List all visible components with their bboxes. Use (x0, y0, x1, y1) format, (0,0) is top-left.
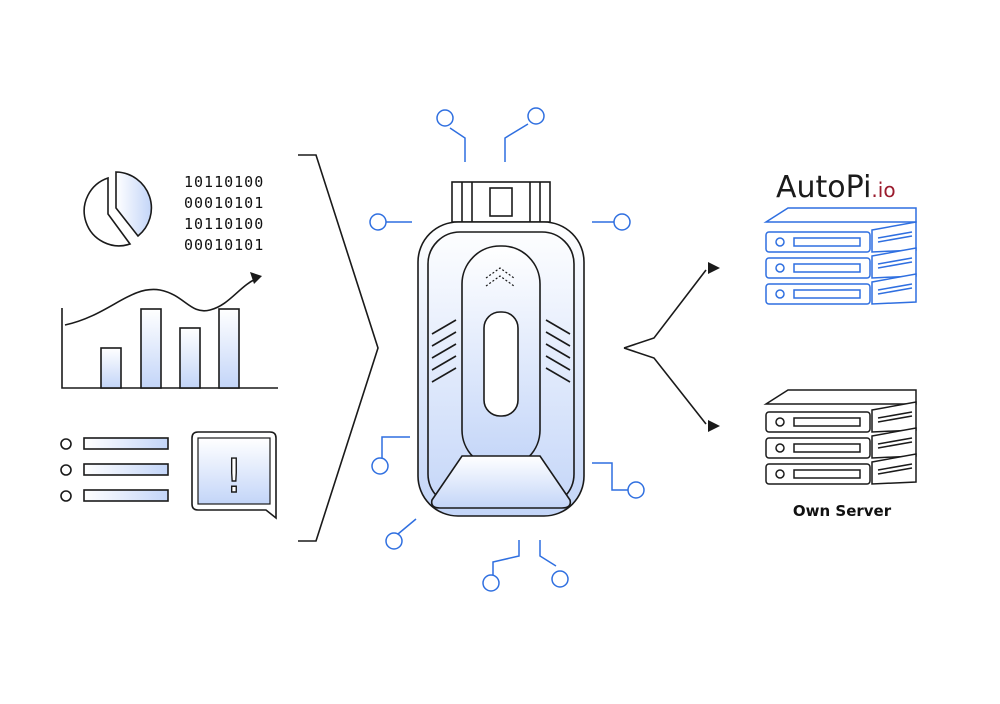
alert-symbol: ! (225, 449, 243, 503)
alert-bubble-icon: ! (191, 431, 277, 520)
list-icon (60, 437, 169, 502)
own-server-label: Own Server (792, 502, 892, 520)
arrow-to-own-server (708, 420, 720, 432)
binary-line-2: 00010101 (184, 194, 265, 212)
arrow-to-autopi (708, 262, 720, 274)
left-bracket (298, 154, 379, 542)
autopi-logo: AutoPi.io (776, 170, 896, 205)
right-fork-arrows (623, 269, 707, 425)
pie-chart-icon (83, 171, 153, 247)
binary-line-1: 10110100 (184, 173, 265, 191)
bar-chart-icon (61, 272, 278, 389)
circuit-lines (369, 107, 645, 592)
logo-suffix: .io (871, 178, 896, 202)
binary-line-3: 10110100 (184, 215, 265, 233)
autopi-server-rack (763, 207, 917, 305)
binary-line-4: 00010101 (184, 236, 265, 254)
logo-main: AutoPi (776, 170, 872, 205)
own-server-rack (763, 389, 917, 485)
autopi-device (417, 181, 585, 517)
